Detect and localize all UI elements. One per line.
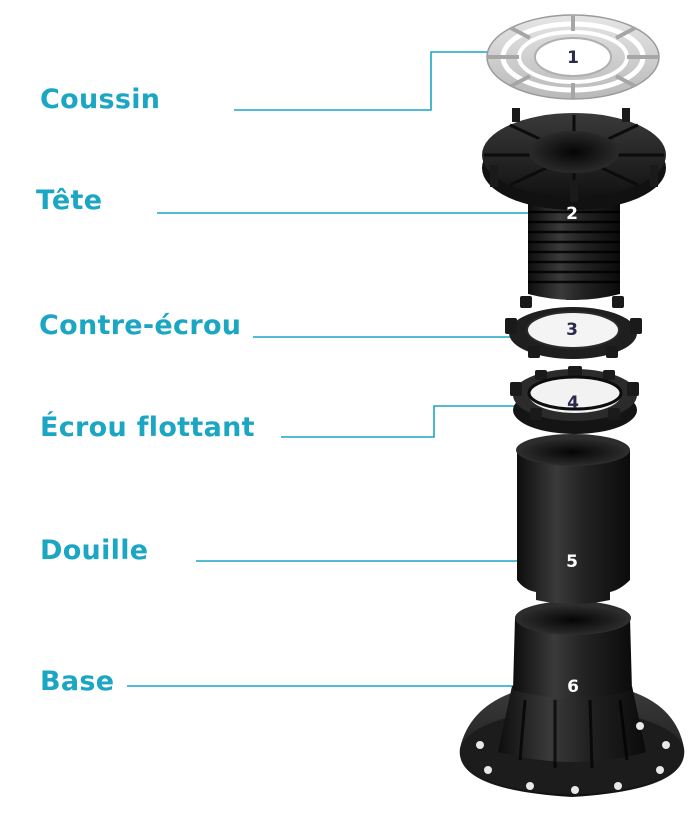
label-douille: Douille: [40, 535, 149, 566]
tete-part: [482, 108, 666, 300]
label-base: Base: [40, 666, 115, 697]
ecrou-flottant-part: [510, 366, 639, 434]
coussin-part: [486, 14, 660, 100]
base-part: [459, 601, 685, 797]
part-number-5: 5: [566, 552, 578, 572]
part-number-3: 3: [566, 320, 578, 340]
contre-ecrou-part: [505, 290, 642, 359]
label-coussin: Coussin: [40, 84, 161, 115]
label-tete: Tête: [36, 185, 103, 216]
label-ecrou-flottant: Écrou flottant: [40, 412, 255, 443]
part-number-4: 4: [567, 393, 579, 413]
part-number-1: 1: [567, 48, 579, 68]
label-contre-ecrou: Contre-écrou: [39, 310, 242, 341]
leader-line-coussin: [234, 51, 495, 111]
douille-part: [516, 434, 630, 604]
part-number-2: 2: [566, 204, 578, 224]
part-number-6: 6: [567, 677, 579, 697]
leader-line-ecrou-flottant: [281, 405, 558, 438]
